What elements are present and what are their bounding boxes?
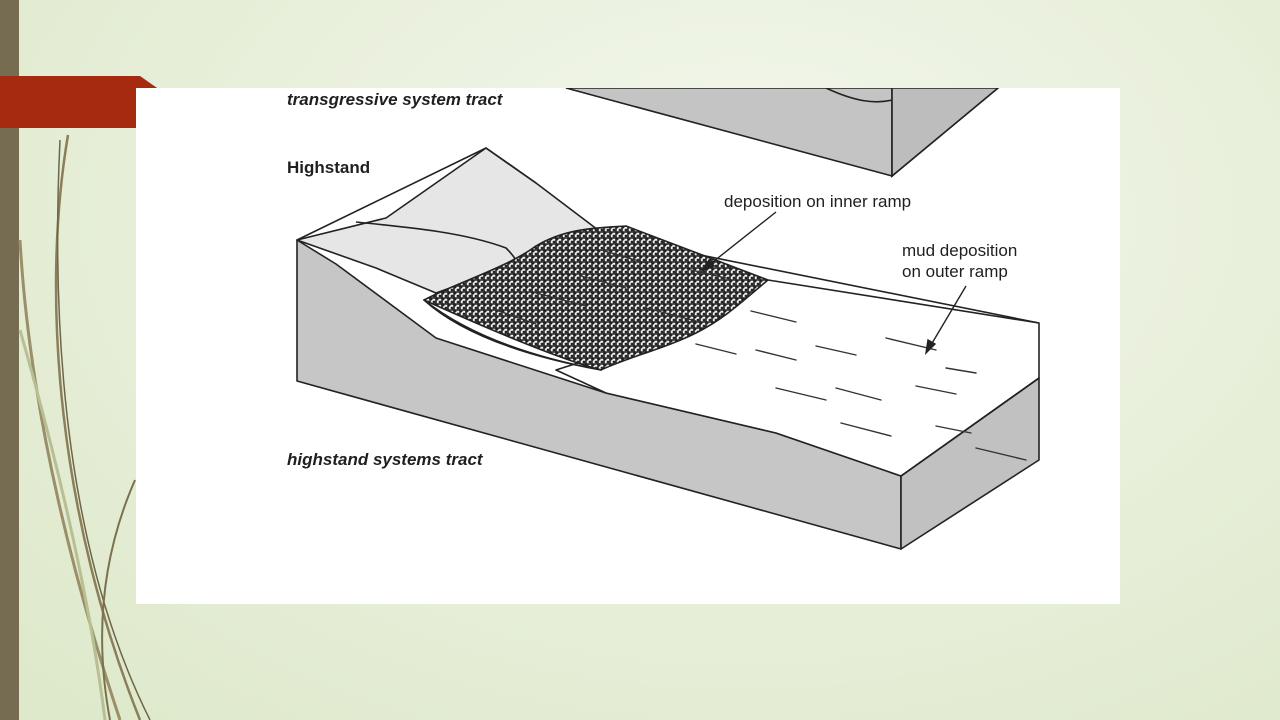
sediment-streaks — [495, 249, 1027, 461]
highstand-heading: Highstand — [287, 158, 370, 177]
label-arrows — [700, 211, 967, 356]
highstand-block-diagram: transgressive system tract Highstand dep… — [287, 88, 1040, 550]
outer-ramp-label-line2: on outer ramp — [902, 262, 1008, 281]
transgressive-caption: transgressive system tract — [287, 90, 504, 109]
decorative-swoosh — [18, 134, 151, 720]
left-accent-bar — [0, 0, 19, 720]
outer-ramp-label-line1: mud deposition — [902, 241, 1017, 260]
inner-ramp-label: deposition on inner ramp — [724, 192, 911, 211]
transgressive-block — [565, 88, 1000, 178]
sequence-stratigraphy-figure: transgressive system tract Highstand dep… — [136, 88, 1120, 604]
highstand-systems-caption: highstand systems tract — [287, 450, 484, 469]
highstand-block — [296, 147, 1040, 550]
inner-ramp-deposit — [423, 225, 769, 371]
title-accent-tab — [0, 76, 160, 128]
